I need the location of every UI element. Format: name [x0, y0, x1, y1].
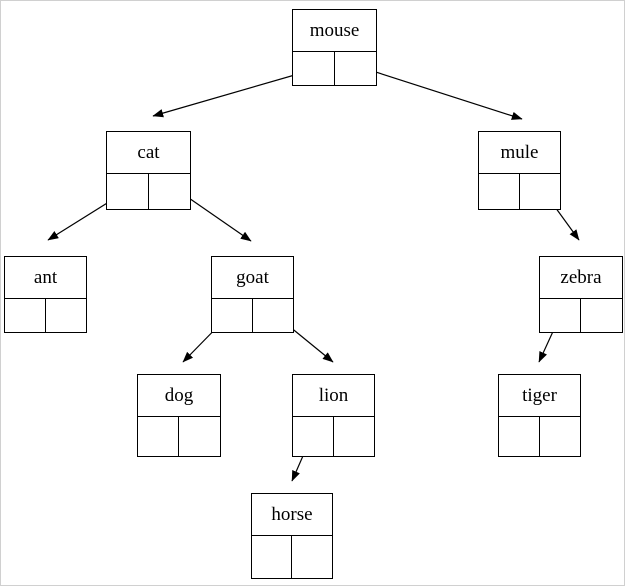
left-pointer-cell-horse[interactable] — [252, 536, 292, 578]
tree-node-label-mouse: mouse — [293, 10, 376, 52]
tree-node-pointers-cat — [107, 174, 190, 209]
tree-node-tiger[interactable]: tiger — [498, 374, 581, 457]
tree-node-cat[interactable]: cat — [106, 131, 191, 210]
tree-node-goat[interactable]: goat — [211, 256, 294, 333]
right-pointer-cell-tiger[interactable] — [540, 417, 581, 456]
right-pointer-cell-horse[interactable] — [292, 536, 332, 578]
left-pointer-cell-goat[interactable] — [212, 299, 253, 332]
tree-node-mule[interactable]: mule — [478, 131, 561, 210]
left-pointer-cell-tiger[interactable] — [499, 417, 540, 456]
tree-node-horse[interactable]: horse — [251, 493, 333, 579]
tree-node-pointers-horse — [252, 536, 332, 578]
tree-node-mouse[interactable]: mouse — [292, 9, 377, 86]
tree-node-pointers-ant — [5, 299, 86, 332]
tree-edge-mouse-to-mule — [356, 65, 523, 120]
right-pointer-cell-goat[interactable] — [253, 299, 294, 332]
tree-node-pointers-mule — [479, 174, 560, 209]
tree-node-label-tiger: tiger — [499, 375, 580, 417]
tree-node-pointers-mouse — [293, 52, 376, 85]
left-pointer-cell-lion[interactable] — [293, 417, 334, 456]
tree-node-label-zebra: zebra — [540, 257, 622, 299]
left-pointer-cell-dog[interactable] — [138, 417, 179, 456]
tree-edge-mouse-to-cat — [152, 69, 313, 118]
left-pointer-cell-cat[interactable] — [107, 174, 149, 209]
right-pointer-cell-dog[interactable] — [179, 417, 220, 456]
left-pointer-cell-mule[interactable] — [479, 174, 520, 209]
tree-node-dog[interactable]: dog — [137, 374, 221, 457]
tree-node-pointers-tiger — [499, 417, 580, 456]
tree-node-pointers-goat — [212, 299, 293, 332]
right-pointer-cell-mouse[interactable] — [335, 52, 377, 85]
tree-node-label-mule: mule — [479, 132, 560, 174]
right-pointer-cell-cat[interactable] — [149, 174, 191, 209]
tree-node-ant[interactable]: ant — [4, 256, 87, 333]
tree-node-zebra[interactable]: zebra — [539, 256, 623, 333]
tree-node-pointers-dog — [138, 417, 220, 456]
tree-node-lion[interactable]: lion — [292, 374, 375, 457]
tree-node-label-lion: lion — [293, 375, 374, 417]
tree-node-label-cat: cat — [107, 132, 190, 174]
tree-node-label-horse: horse — [252, 494, 332, 536]
left-pointer-cell-mouse[interactable] — [293, 52, 335, 85]
tree-node-label-ant: ant — [5, 257, 86, 299]
right-pointer-cell-ant[interactable] — [46, 299, 87, 332]
tree-node-label-dog: dog — [138, 375, 220, 417]
tree-node-pointers-zebra — [540, 299, 622, 332]
left-pointer-cell-zebra[interactable] — [540, 299, 581, 332]
right-pointer-cell-zebra[interactable] — [581, 299, 622, 332]
tree-node-pointers-lion — [293, 417, 374, 456]
right-pointer-cell-mule[interactable] — [520, 174, 561, 209]
right-pointer-cell-lion[interactable] — [334, 417, 375, 456]
tree-node-label-goat: goat — [212, 257, 293, 299]
left-pointer-cell-ant[interactable] — [5, 299, 46, 332]
